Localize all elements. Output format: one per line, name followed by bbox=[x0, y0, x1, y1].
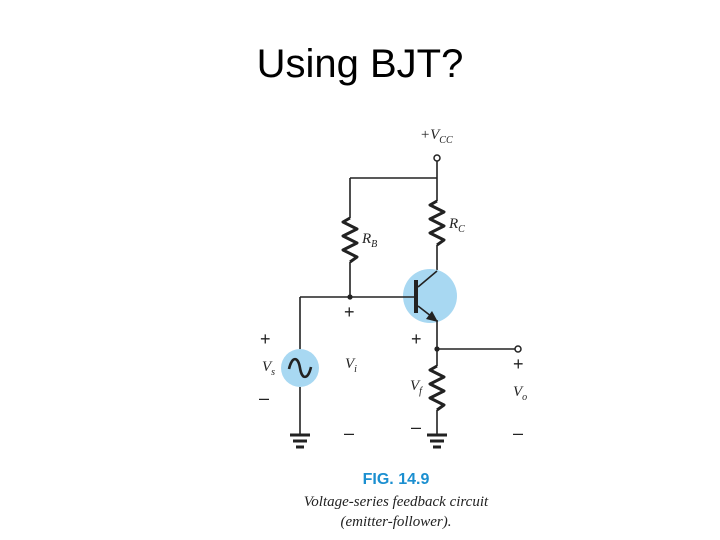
transistor-collector bbox=[417, 270, 438, 288]
vo-minus: – bbox=[513, 423, 523, 443]
vcc-terminal bbox=[433, 154, 441, 162]
vo-plus: + bbox=[513, 354, 524, 374]
ground-emitter-icon bbox=[427, 433, 447, 449]
figure-caption-line2: (emitter-follower). bbox=[341, 514, 452, 530]
vs-minus: – bbox=[259, 388, 269, 408]
ground-source-icon bbox=[290, 433, 310, 449]
vs-plus: + bbox=[260, 329, 271, 349]
resistor-rc bbox=[428, 199, 446, 247]
vi-label: Vi bbox=[345, 356, 357, 375]
rc-label: RC bbox=[448, 216, 465, 235]
slide-title: Using BJT? bbox=[256, 42, 464, 86]
figure-caption-line1: Voltage-series feedback circuit bbox=[304, 494, 489, 510]
vi-plus: + bbox=[344, 302, 355, 322]
vs-label: Vs bbox=[262, 359, 275, 378]
vi-minus: – bbox=[344, 423, 354, 443]
vf-label: Vf bbox=[410, 378, 423, 397]
vo-label: Vo bbox=[513, 384, 527, 403]
vo-terminal bbox=[514, 345, 522, 353]
resistor-rb bbox=[341, 216, 359, 264]
figure-number: FIG. 14.9 bbox=[363, 471, 430, 488]
junction-base bbox=[347, 294, 353, 300]
sine-wave-icon bbox=[287, 357, 313, 379]
vf-minus: – bbox=[411, 417, 421, 437]
vcc-label: +VCC bbox=[420, 127, 453, 146]
vf-plus: + bbox=[411, 329, 422, 349]
emitter-arrow-icon bbox=[426, 311, 438, 322]
resistor-re bbox=[428, 364, 446, 412]
rb-label: RB bbox=[361, 231, 377, 250]
